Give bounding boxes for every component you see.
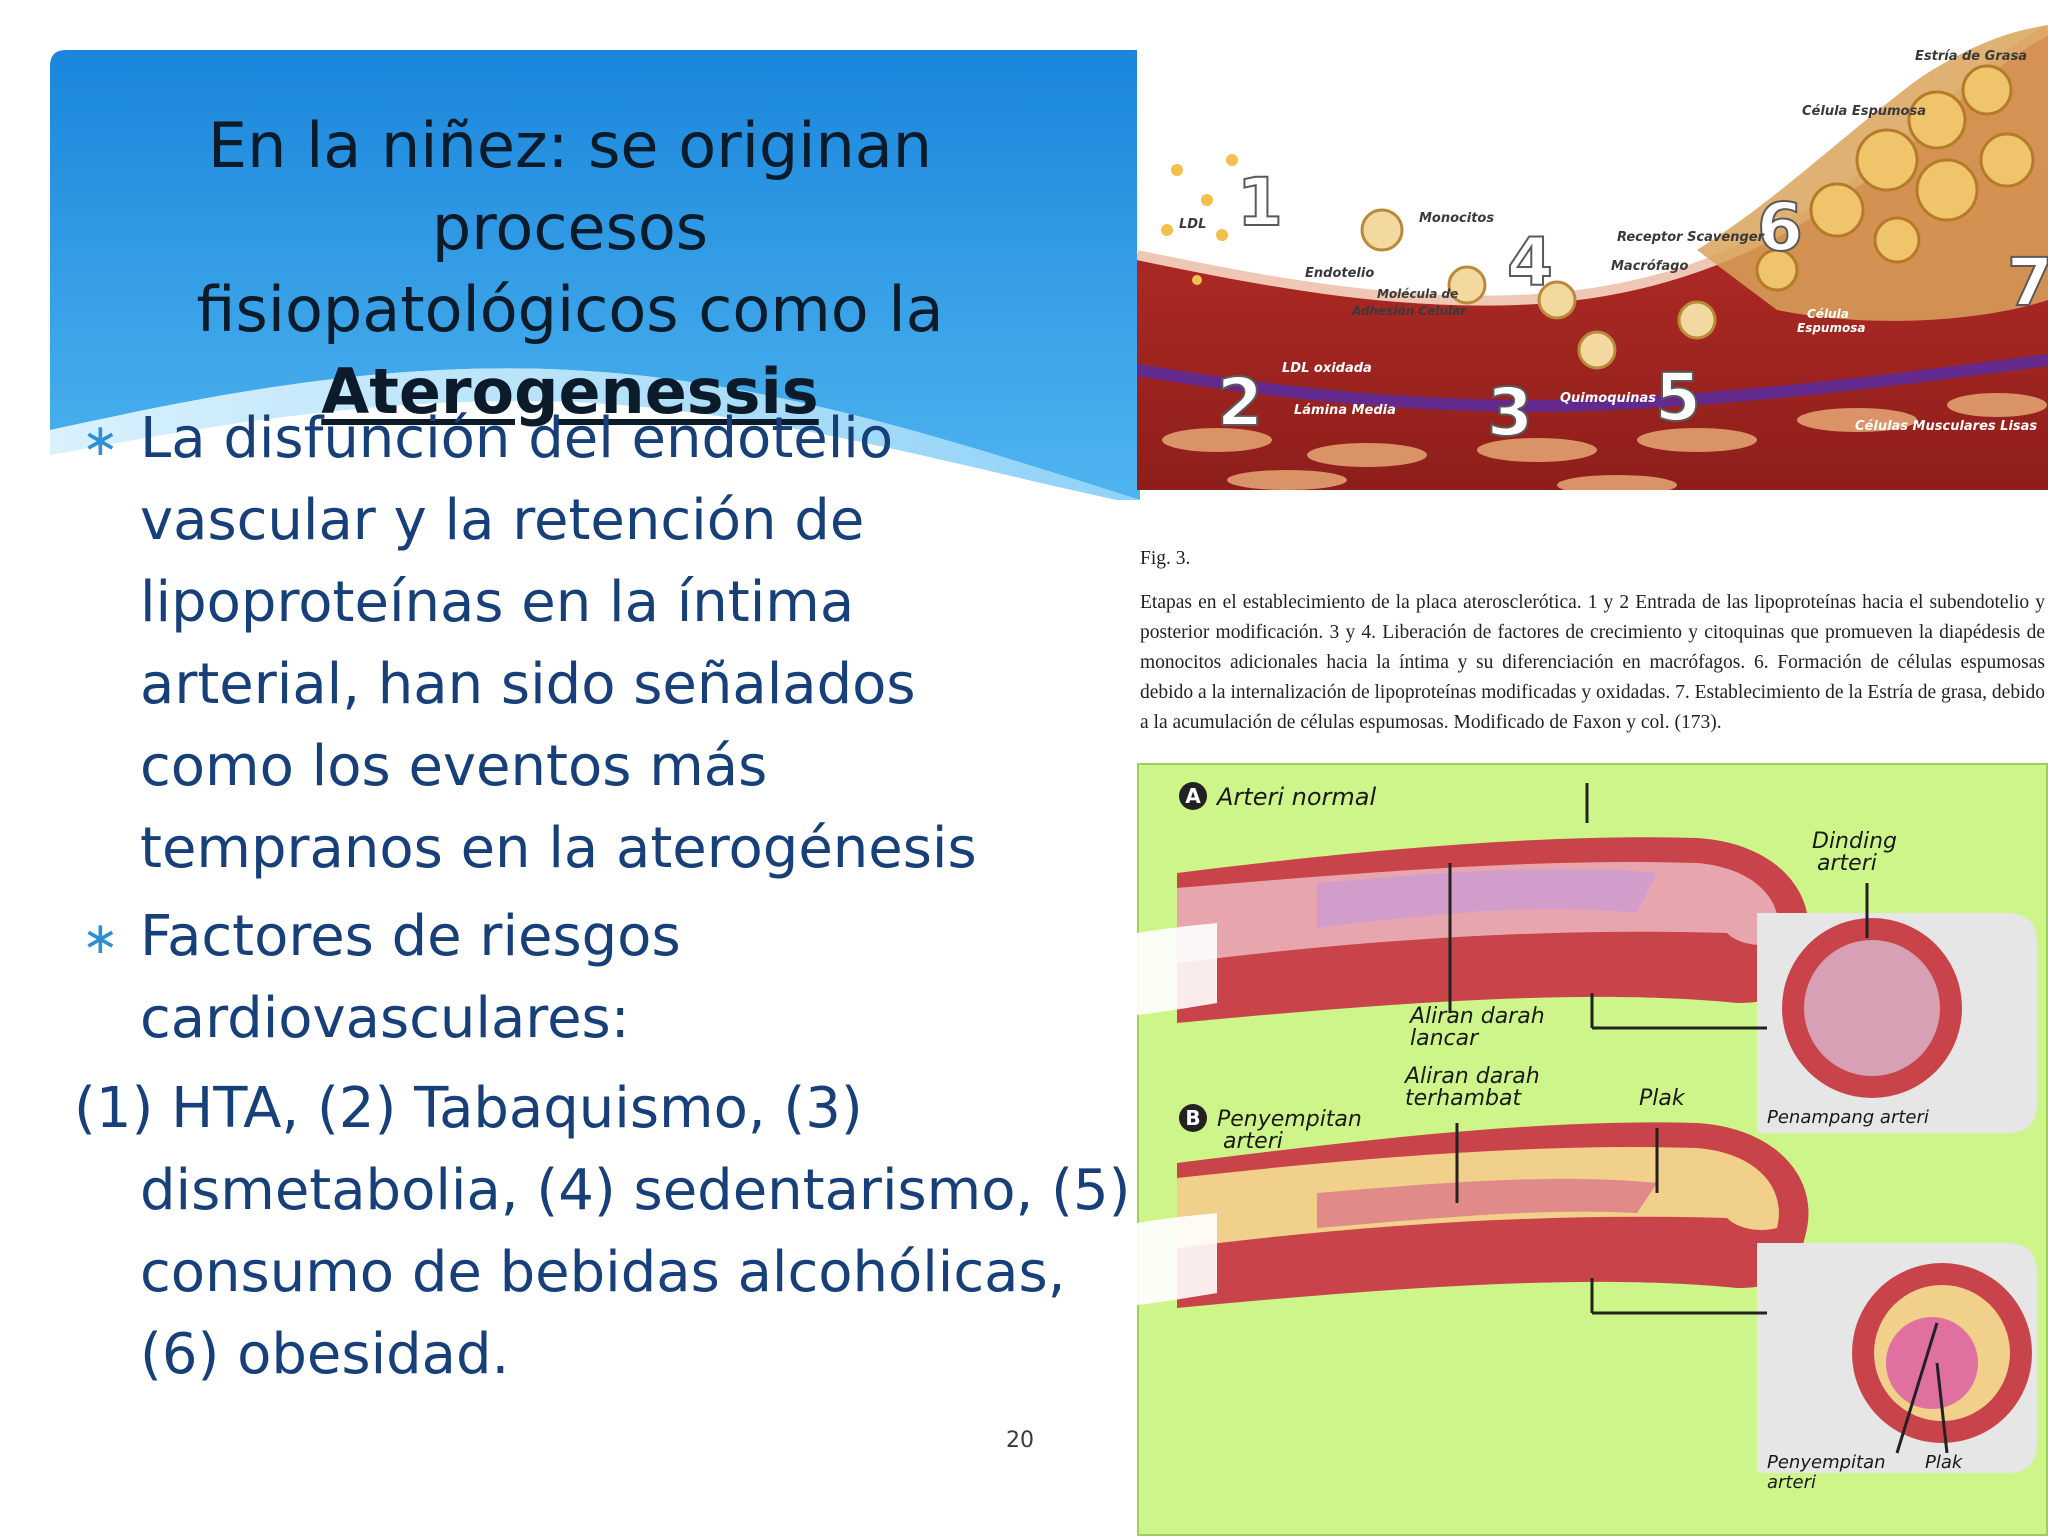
label-macrofago: Macrófago	[1611, 259, 1688, 274]
panel-a-badge	[1179, 782, 1207, 810]
stage-number: 1	[1237, 164, 1283, 241]
label-dinding-2: arteri	[1817, 851, 1877, 876]
label-aliran-lancar-1: Aliran darah	[1408, 1004, 1545, 1029]
stage-number: 7	[2007, 244, 2048, 321]
artery-comparison-figure: A Arteri normal Dinding arteri Aliran da…	[1135, 761, 2048, 1536]
panel-b-title-2: arteri	[1223, 1129, 1283, 1154]
panel-b-title-1: Penyempitan	[1217, 1107, 1362, 1132]
label-quimoquinas: Quimoquinas	[1560, 391, 1656, 406]
panel-b-letter: B	[1185, 1106, 1200, 1130]
bullet-item: ∗ La disfunción del endotelio vascular y…	[74, 398, 1070, 890]
label-ldl-oxidada: LDL oxidada	[1282, 361, 1372, 376]
caption-text: Etapas en el establecimiento de la placa…	[1140, 592, 2045, 733]
page-title: En la niñez: se originan procesos fisiop…	[70, 105, 1070, 433]
title-banner: En la niñez: se originan procesos fisiop…	[50, 50, 1140, 500]
label-celula-2b: Espumosa	[1797, 321, 1865, 335]
figure-caption: Fig. 3. Etapas en el establecimiento de …	[1140, 544, 2045, 738]
label-receptor: Receptor Scavenger	[1617, 230, 1766, 245]
label-celula-2a: Célula	[1807, 307, 1849, 321]
label-plak: Plak	[1639, 1086, 1686, 1111]
banner-shape	[50, 50, 1140, 500]
page-number: 20	[1006, 1428, 1034, 1453]
risk-factor-text: (1) HTA, (2) Tabaquismo, (3) dismetaboli…	[74, 1076, 1131, 1387]
atherogenesis-figure: 1 2 3 4 5 6 7 Estría de Grasa Célula Esp…	[1135, 0, 2048, 495]
asterisk-bullet-icon: ∗	[82, 913, 119, 964]
stage-number: 4	[1507, 224, 1553, 301]
stage-number: 2	[1217, 364, 1263, 441]
label-aliran-lancar-2: lancar	[1410, 1026, 1480, 1051]
title-line-2: fisiopatológicos como la	[196, 273, 944, 346]
panel-a-letter: A	[1185, 784, 1201, 808]
panel-b-badge	[1179, 1104, 1207, 1132]
label-lamina-media: Lámina Media	[1294, 403, 1396, 418]
label-aliran-hambat-1: Aliran darah	[1403, 1064, 1540, 1089]
bullet-item: ∗ Factores de riesgos cardiovasculares:	[74, 896, 840, 1060]
bullet-text: La disfunción del endotelio vascular y l…	[140, 406, 977, 881]
risk-factor-list: (1) HTA, (2) Tabaquismo, (3) dismetaboli…	[74, 1068, 1140, 1396]
stage-number: 3	[1487, 374, 1533, 451]
label-molecula-1: Molécula de	[1377, 287, 1458, 301]
figure-number: Fig. 3.	[1140, 548, 1191, 569]
panel-a-title: Arteri normal	[1215, 783, 1376, 811]
label-dinding-1: Dinding	[1812, 829, 1897, 854]
stage-number: 6	[1757, 189, 1803, 266]
asterisk-bullet-icon: ∗	[82, 415, 119, 466]
label-penampang: Penampang arteri	[1767, 1107, 1929, 1128]
label-estria: Estría de Grasa	[1915, 49, 2027, 64]
label-endotelio: Endotelio	[1305, 266, 1374, 281]
slide-body: ∗ La disfunción del endotelio vascular y…	[74, 398, 1130, 1396]
label-ldl: LDL	[1179, 217, 1206, 232]
bullet-text: Factores de riesgos cardiovasculares:	[140, 904, 681, 1051]
title-line-1: En la niñez: se originan procesos	[207, 109, 933, 264]
label-monocitos: Monocitos	[1419, 211, 1494, 226]
label-plak-2: Plak	[1925, 1452, 1964, 1473]
title-emphasis: Aterogenessis	[321, 355, 819, 428]
label-penyempitan-1: Penyempitan	[1767, 1452, 1886, 1473]
label-musculares: Células Musculares Lisas	[1855, 419, 2037, 434]
label-molecula-2: Adhesión Celular	[1351, 304, 1467, 318]
label-aliran-hambat-2: terhambat	[1405, 1086, 1523, 1111]
label-celula-espumosa: Célula Espumosa	[1802, 104, 1926, 119]
label-penyempitan-2: arteri	[1767, 1472, 1816, 1493]
stage-number: 5	[1655, 359, 1701, 436]
